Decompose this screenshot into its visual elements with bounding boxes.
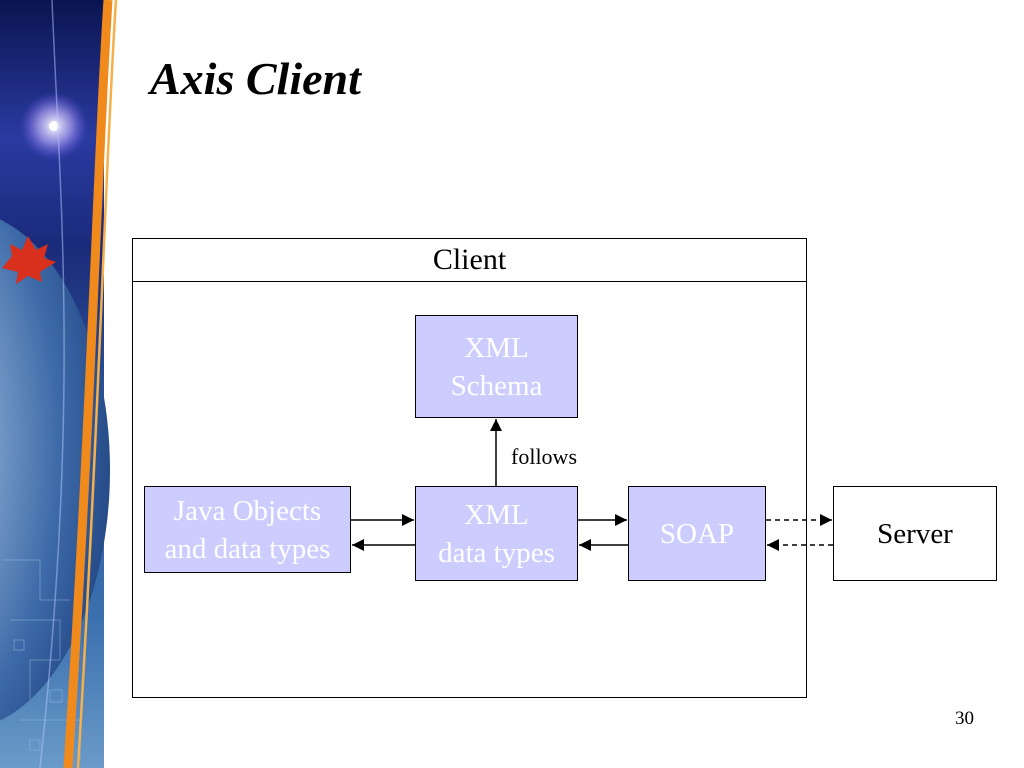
java-objects-line-2: and data types xyxy=(164,532,331,565)
java-objects-box: Java Objects and data types xyxy=(144,486,351,573)
xml-data-types-box: XML data types xyxy=(415,486,578,581)
xml-data-types-line-2: data types xyxy=(438,536,555,569)
client-header: Client xyxy=(133,239,806,282)
server-label: Server xyxy=(877,517,953,550)
slide-title: Axis Client xyxy=(150,53,361,104)
sidebar-artwork xyxy=(0,0,118,768)
xml-data-types-line-1: XML xyxy=(464,498,529,531)
soap-label: SOAP xyxy=(659,517,735,550)
xml-schema-line-1: XML xyxy=(464,331,529,364)
follows-label: follows xyxy=(511,444,577,469)
client-container: Client xyxy=(132,238,807,698)
server-box: Server xyxy=(833,486,997,581)
page-number: 30 xyxy=(955,708,974,729)
soap-box: SOAP xyxy=(628,486,766,581)
xml-schema-box: XML Schema xyxy=(415,315,578,418)
java-objects-line-1: Java Objects xyxy=(173,494,322,527)
xml-schema-line-2: Schema xyxy=(450,369,543,402)
